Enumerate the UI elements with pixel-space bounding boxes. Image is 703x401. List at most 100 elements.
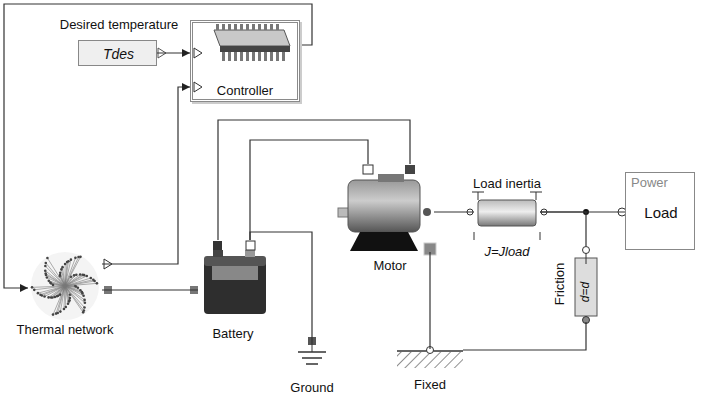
thermal-network-icon-part xyxy=(75,273,78,276)
friction-damper xyxy=(575,247,597,324)
inertia-icon-part xyxy=(478,192,479,200)
ground-symbol-part xyxy=(312,344,313,352)
thermal-network-icon-part xyxy=(46,263,65,286)
thermal-network-icon-part xyxy=(43,295,46,298)
thermal-network-icon-part xyxy=(65,257,80,286)
thermal-network-icon-part xyxy=(82,294,85,297)
controller-block: Controller xyxy=(190,20,300,102)
block-label: Ground xyxy=(290,381,333,396)
battery: Battery xyxy=(198,240,268,316)
thermal-network-icon-part xyxy=(45,266,65,286)
power-load-box: PowerLoad xyxy=(625,172,695,250)
block-label: Tdes xyxy=(103,46,134,62)
thermal-network-icon-part xyxy=(52,313,55,316)
wire xyxy=(429,252,430,349)
fixed-ground: Fixed xyxy=(397,349,463,369)
thermal-network-icon-part xyxy=(61,266,64,269)
block-label: Controller xyxy=(217,84,273,99)
thermal-network-icon-part xyxy=(46,257,49,260)
inertia-icon-part xyxy=(536,192,537,200)
battery-icon-part xyxy=(212,266,258,280)
thermal-network-icon-part xyxy=(67,302,70,305)
thermal-network-icon-part xyxy=(83,299,86,302)
wire xyxy=(540,212,586,246)
motor-icon-part xyxy=(350,232,418,251)
block-label: Thermal network xyxy=(17,323,114,338)
thermal-network-icon-part xyxy=(75,285,78,288)
block-label: Motor xyxy=(373,259,406,274)
battery-icon xyxy=(190,241,266,314)
block-label: J=Jload xyxy=(484,245,529,260)
thermal-network-icon-part xyxy=(65,286,84,307)
battery-icon-part xyxy=(246,241,255,250)
junction xyxy=(427,208,627,354)
thermal-network-icon-part xyxy=(59,310,62,313)
thermal-network-icon-part xyxy=(84,301,87,304)
wire xyxy=(434,211,474,212)
motor-icon-part xyxy=(348,180,420,232)
thermal-network-icon-part xyxy=(39,293,42,296)
controller-chip-part xyxy=(194,82,202,92)
motor-icon xyxy=(338,165,436,255)
block-label: Fixed xyxy=(414,378,446,393)
thermal-network-icon-part xyxy=(44,262,47,265)
thermal-network-icon-part xyxy=(73,274,76,277)
motor-icon-part xyxy=(378,174,404,182)
thermal-network-icon-part xyxy=(79,273,82,276)
thermal-network-icon-part xyxy=(65,286,82,293)
thermal-network-icon-part xyxy=(65,281,95,286)
thermal-network-icon-part xyxy=(74,257,77,260)
battery-icon-part xyxy=(245,250,255,257)
thermal-network-icon-part xyxy=(68,300,71,303)
thermal-network-icon-part xyxy=(65,258,75,286)
ground-symbol-part xyxy=(306,363,318,365)
thermal-network-icon-part xyxy=(93,280,96,283)
thermal-network-icon-part xyxy=(31,252,99,320)
friction-damper-part xyxy=(583,247,590,254)
ground: Ground xyxy=(300,344,324,370)
wire xyxy=(102,87,190,264)
setpoint-block: Desired temperatureTdes xyxy=(78,40,157,66)
thermal-network-icon-part xyxy=(50,296,53,299)
block-label: Load xyxy=(644,204,677,221)
thermal-network-icon-part xyxy=(33,289,36,292)
wire xyxy=(4,4,312,288)
thermal-network-icon-part xyxy=(37,292,40,295)
thermal-network-icon-part xyxy=(96,282,99,285)
thermal-network-icon-part xyxy=(79,256,82,259)
thermal-network-icon-part xyxy=(47,258,65,286)
thermal-network-icon xyxy=(31,252,112,320)
controller-chip-part xyxy=(214,30,290,46)
wire xyxy=(157,52,190,53)
wire xyxy=(250,232,312,344)
thermal-network-icon-part xyxy=(59,272,62,275)
block-label: Friction xyxy=(553,263,568,306)
wire xyxy=(250,140,368,240)
thermal-network-icon-part xyxy=(44,265,47,268)
thermal-network-icon-part xyxy=(61,269,65,286)
thermal-network-icon-part xyxy=(64,306,67,309)
wire xyxy=(463,322,586,350)
thermal-network-icon-part xyxy=(46,273,65,286)
thermal-network-icon-part xyxy=(49,281,52,284)
thermal-network-icon-part xyxy=(79,289,82,292)
controller-chip-part xyxy=(214,24,280,30)
thermal-network-icon-part xyxy=(69,297,72,300)
thermal-network: Thermal network xyxy=(28,250,102,322)
inertia-icon xyxy=(472,192,542,240)
thermal-network-icon-part xyxy=(44,272,47,275)
motor: Motor xyxy=(338,164,434,252)
thermal-network-icon-part xyxy=(83,274,86,277)
battery-icon-part xyxy=(213,241,222,250)
thermal-network-icon-part xyxy=(65,286,83,312)
controller-chip xyxy=(194,24,290,92)
friction-damper: Frictiond=d xyxy=(574,246,598,322)
battery-icon-part xyxy=(204,256,266,266)
thermal-network-icon-part xyxy=(55,312,58,315)
block-label: Battery xyxy=(212,327,253,342)
thermal-network-icon-part xyxy=(44,269,47,272)
thermal-network-icon-part xyxy=(56,295,59,298)
thermal-network-icon-part xyxy=(90,277,93,280)
